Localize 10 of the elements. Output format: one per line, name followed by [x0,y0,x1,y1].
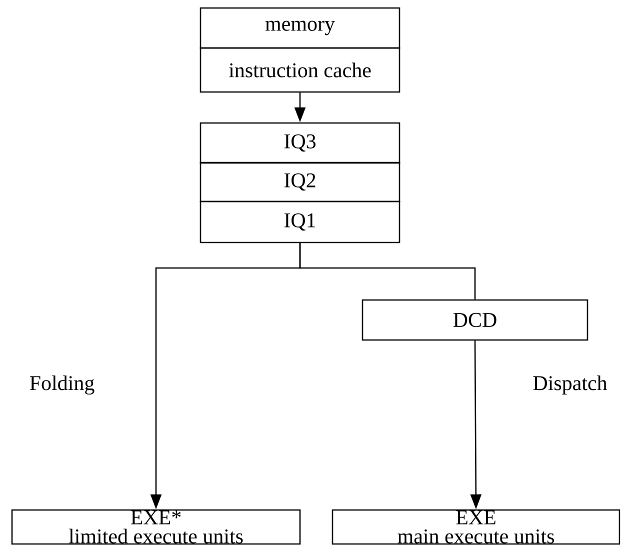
unit-box: EXE* limited execute units [11,509,301,545]
process-box: IQ1 [200,200,400,244]
process-box: memory [200,7,400,49]
edge-label: Dispatch [533,375,608,395]
process-box: instruction cache [200,47,400,93]
process-box: IQ2 [200,162,400,202]
process-box: IQ3 [200,122,400,164]
unit-box: EXE main execute units [332,509,620,545]
edge-label: Folding [30,375,94,395]
process-box: DCD [362,299,588,341]
